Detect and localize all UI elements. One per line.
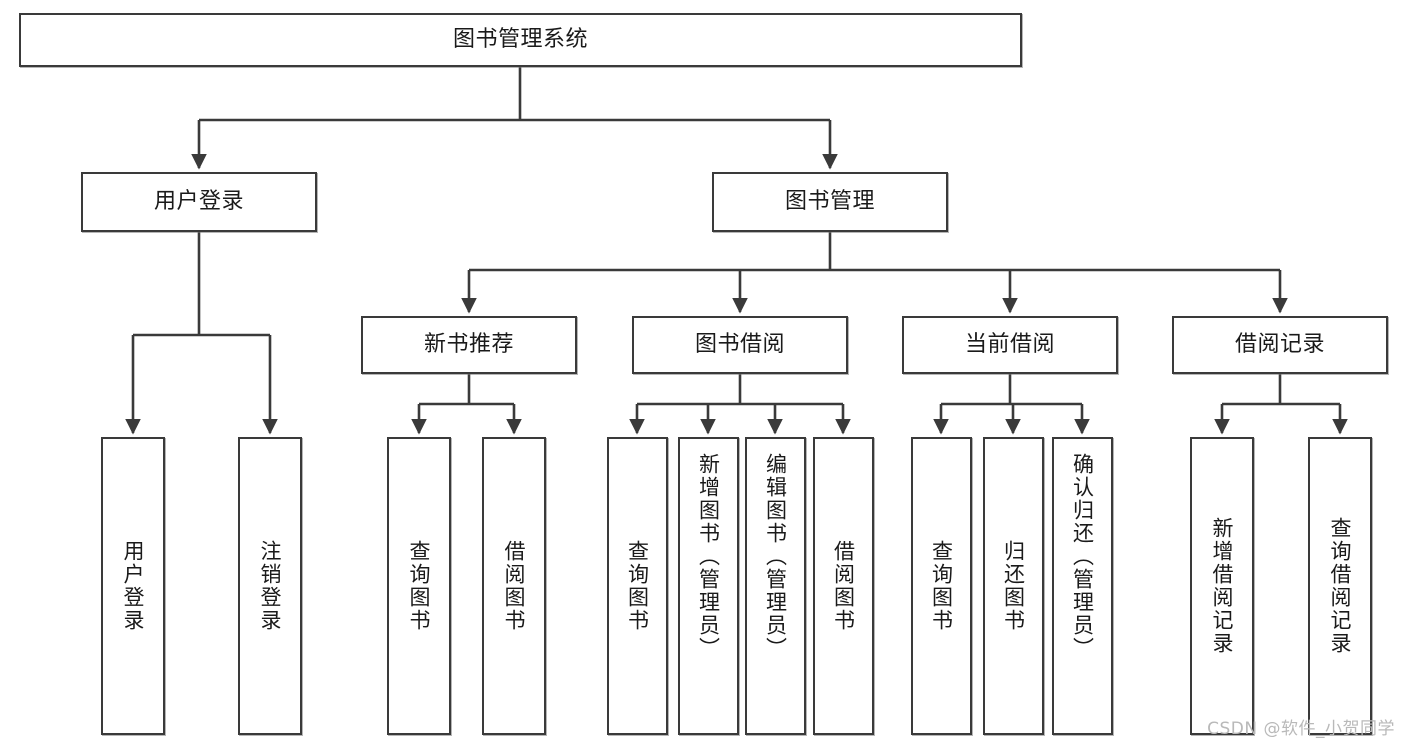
node-book-borrow-label: 图书借阅 <box>694 332 785 358</box>
node-leaf-borrow-book-1-label: 借阅图书 <box>502 540 527 632</box>
node-current-borrow[interactable]: 当前借阅 <box>902 316 1118 374</box>
node-root-label: 图书管理系统 <box>452 27 588 53</box>
node-leaf-query-book-2-label: 查询图书 <box>625 540 650 632</box>
node-user-login[interactable]: 用户登录 <box>81 172 317 232</box>
node-leaf-logout[interactable]: 注销登录 <box>238 437 302 735</box>
node-new-book-rec-label: 新书推荐 <box>423 332 514 358</box>
node-book-manage-label: 图书管理 <box>784 189 875 215</box>
node-leaf-query-book-1[interactable]: 查询图书 <box>387 437 451 735</box>
node-leaf-return-book-label: 归还图书 <box>1001 540 1026 632</box>
node-leaf-borrow-book-1[interactable]: 借阅图书 <box>482 437 546 735</box>
node-leaf-logout-label: 注销登录 <box>258 540 283 632</box>
node-borrow-record-label: 借阅记录 <box>1234 332 1325 358</box>
node-leaf-query-book-3[interactable]: 查询图书 <box>911 437 972 735</box>
node-leaf-query-record[interactable]: 查询借阅记录 <box>1308 437 1372 735</box>
node-leaf-query-book-2[interactable]: 查询图书 <box>607 437 668 735</box>
node-new-book-rec[interactable]: 新书推荐 <box>361 316 577 374</box>
node-current-borrow-label: 当前借阅 <box>964 332 1055 358</box>
node-leaf-confirm-return[interactable]: 确认归还（管理员） <box>1052 437 1113 735</box>
node-book-manage[interactable]: 图书管理 <box>712 172 948 232</box>
node-leaf-query-book-3-label: 查询图书 <box>929 540 954 632</box>
node-leaf-borrow-book-2[interactable]: 借阅图书 <box>813 437 874 735</box>
node-leaf-add-book[interactable]: 新增图书（管理员） <box>678 437 739 735</box>
node-user-login-label: 用户登录 <box>153 189 244 215</box>
node-leaf-return-book[interactable]: 归还图书 <box>983 437 1044 735</box>
node-leaf-edit-book-label: 编辑图书（管理员） <box>763 453 788 660</box>
node-book-borrow[interactable]: 图书借阅 <box>632 316 848 374</box>
node-borrow-record[interactable]: 借阅记录 <box>1172 316 1388 374</box>
node-leaf-add-book-label: 新增图书（管理员） <box>696 453 721 660</box>
node-leaf-edit-book[interactable]: 编辑图书（管理员） <box>745 437 806 735</box>
node-leaf-add-record[interactable]: 新增借阅记录 <box>1190 437 1254 735</box>
node-leaf-user-login-label: 用户登录 <box>121 540 146 632</box>
node-root[interactable]: 图书管理系统 <box>19 13 1022 67</box>
watermark-text: CSDN @软件_小贺同学 <box>1207 719 1395 739</box>
node-leaf-add-record-label: 新增借阅记录 <box>1210 517 1235 655</box>
node-leaf-borrow-book-2-label: 借阅图书 <box>831 540 856 632</box>
node-leaf-confirm-return-label: 确认归还（管理员） <box>1070 453 1095 660</box>
node-leaf-user-login[interactable]: 用户登录 <box>101 437 165 735</box>
node-leaf-query-record-label: 查询借阅记录 <box>1328 517 1353 655</box>
node-leaf-query-book-1-label: 查询图书 <box>407 540 432 632</box>
